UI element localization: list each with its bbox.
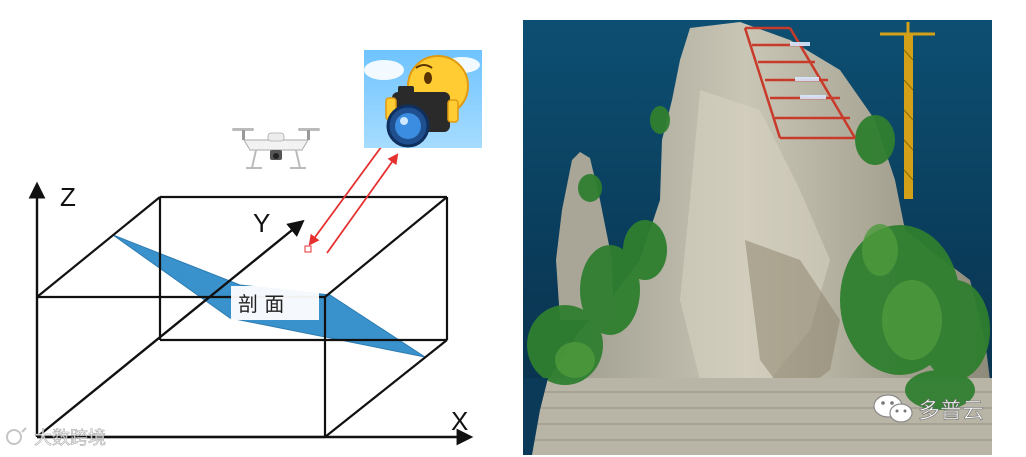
y-axis-label: Y — [253, 208, 270, 238]
watermark-right: 多普云 — [873, 394, 984, 424]
z-axis-label: Z — [60, 182, 76, 212]
laser-beam-return — [326, 153, 399, 254]
camera-emoji-icon — [364, 50, 482, 148]
watermark-right-text: 多普云 — [918, 399, 984, 424]
box-diagram: Z Y X 剖 面 — [28, 119, 474, 446]
crane-tower — [880, 22, 935, 199]
point-cloud-photo — [523, 20, 992, 455]
watermark-logo-icon — [6, 429, 22, 445]
section-label: 剖 面 — [238, 292, 284, 316]
watermark-left-text: 大数跨境 — [34, 428, 106, 449]
y-axis — [36, 219, 305, 438]
target-point — [304, 245, 312, 253]
wechat-icon — [873, 394, 913, 423]
section-label-box — [231, 286, 319, 320]
drone-icon — [232, 128, 320, 169]
x-axis-label: X — [451, 406, 468, 436]
watermark-left: 大数跨境 — [6, 427, 106, 449]
